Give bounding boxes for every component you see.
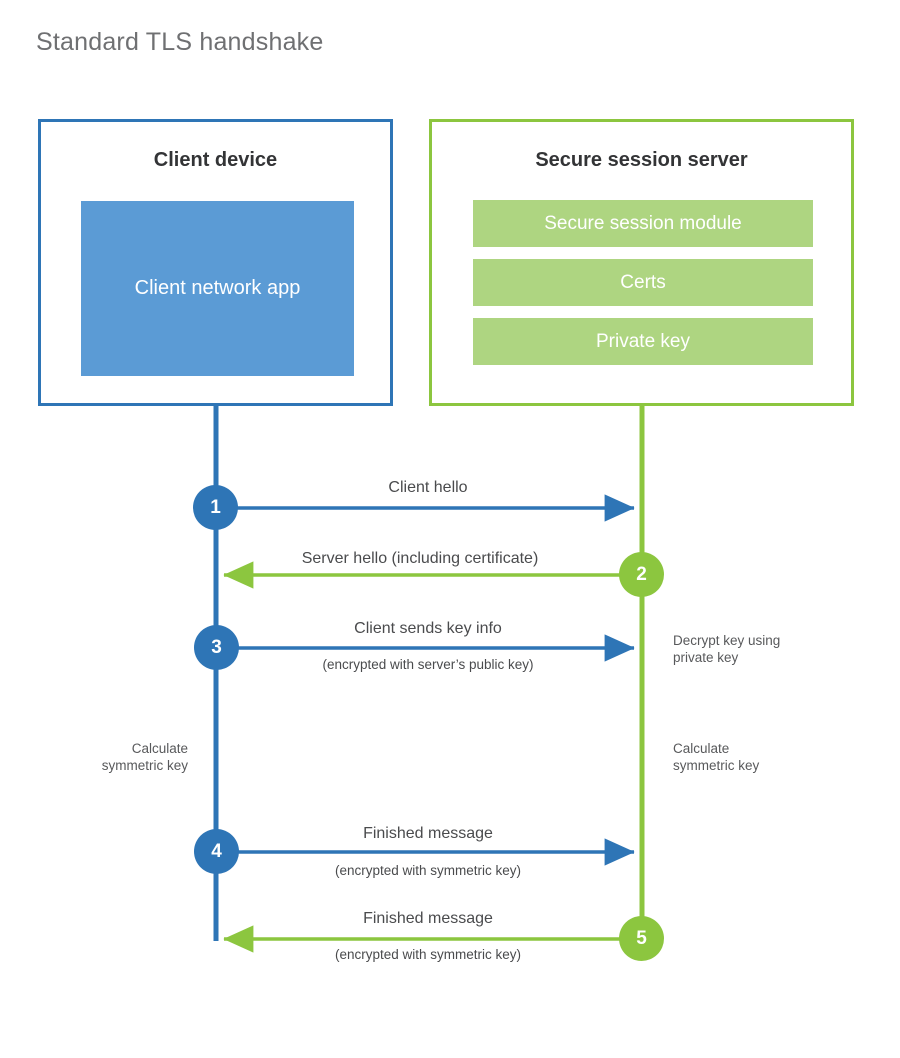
message-sublabel-step-5: (encrypted with symmetric key) [334, 947, 522, 962]
server-component-private-key: Private key [473, 318, 813, 365]
step-marker-2[interactable]: 2 [619, 552, 664, 597]
note-server-decrypt-key-line2: private key [673, 650, 739, 666]
message-label-step-1: Client hello [388, 479, 468, 496]
step-marker-1[interactable]: 1 [193, 485, 238, 530]
page-title: Standard TLS handshake [36, 28, 324, 56]
note-server-decrypt-key-line1: Decrypt key using [673, 633, 781, 648]
secure-session-server-title: Secure session server [535, 149, 748, 171]
client-network-app-block: Client network app [81, 201, 354, 376]
note-server-calculate-symmetric-key: Calculate symmetric key [673, 740, 863, 775]
server-component-certs: Certs [473, 259, 813, 306]
note-client-calculate-symmetric-key-line2: symmetric key [101, 758, 188, 774]
server-component-list: Secure session module Certs Private key [473, 200, 813, 365]
note-client-calculate-symmetric-key: Calculate symmetric key [28, 740, 188, 775]
step-marker-3[interactable]: 3 [194, 625, 239, 670]
secure-session-server-box: Secure session server Secure session mod… [429, 119, 854, 406]
note-server-calculate-symmetric-key-line1: Calculate [673, 741, 730, 756]
step-marker-4[interactable]: 4 [194, 829, 239, 874]
message-label-step-2: Server hello (including certificate) [301, 550, 539, 567]
message-label-step-5: Finished message [363, 910, 493, 927]
step-marker-5[interactable]: 5 [619, 916, 664, 961]
server-component-secure-session-module: Secure session module [473, 200, 813, 247]
note-client-calculate-symmetric-key-line1: Calculate [131, 741, 188, 756]
client-device-title: Client device [153, 149, 278, 171]
message-label-step-3: Client sends key info [354, 620, 502, 637]
note-server-calculate-symmetric-key-line2: symmetric key [673, 758, 760, 774]
message-label-step-4: Finished message [363, 825, 493, 842]
message-sublabel-step-4: (encrypted with symmetric key) [334, 863, 522, 878]
message-sublabel-step-3: (encrypted with server’s public key) [322, 657, 534, 672]
client-device-box: Client device Client network app [38, 119, 393, 406]
note-server-decrypt-key: Decrypt key using private key [673, 632, 863, 667]
